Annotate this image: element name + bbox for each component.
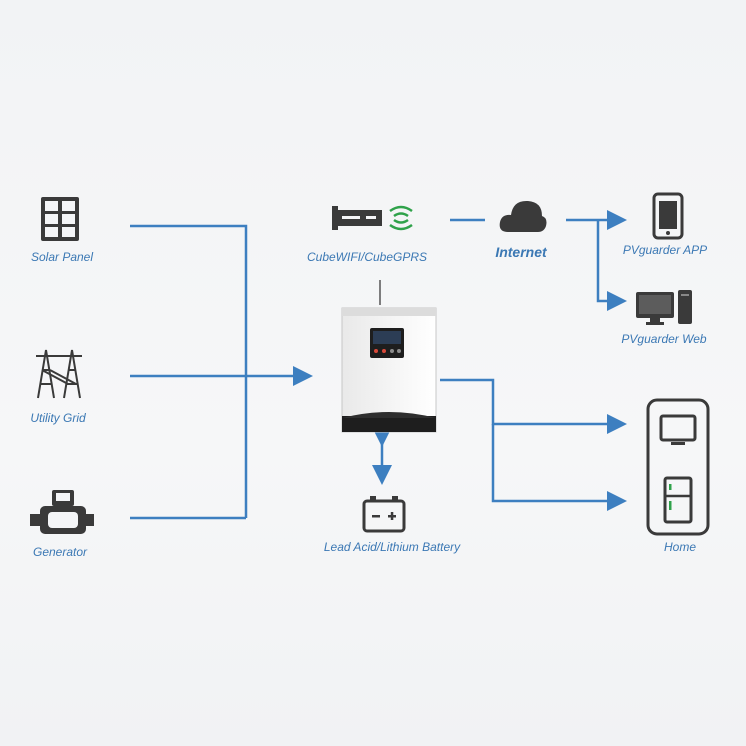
- solar-panel-icon: [41, 197, 79, 241]
- home-label: Home: [663, 540, 697, 554]
- fridge-icon: [663, 476, 693, 524]
- internet-label: Internet: [495, 244, 547, 260]
- generator-label: Generator: [32, 545, 88, 559]
- home-line-2: [491, 424, 627, 511]
- desktop-icon: [636, 290, 692, 325]
- cube-module-label: CubeWIFI/CubeGPRS: [306, 250, 428, 264]
- internet-to-web: [596, 220, 627, 311]
- cloud-icon: [499, 200, 547, 232]
- cube-module-icon: [332, 205, 413, 231]
- solar-line: [130, 224, 248, 518]
- utility-grid-label: Utility Grid: [30, 411, 86, 425]
- solar-panel-label: Solar Panel: [30, 250, 94, 264]
- battery-label: Lead Acid/Lithium Battery: [323, 540, 461, 554]
- tv-icon: [659, 414, 697, 445]
- inverter-icon: [341, 307, 437, 433]
- phone-icon: [652, 192, 684, 240]
- battery-icon: [362, 496, 406, 533]
- home-line-1: [440, 378, 627, 434]
- web-label: PVguarder Web: [621, 332, 707, 346]
- home-box: [646, 398, 710, 536]
- generator-icon: [30, 490, 94, 534]
- app-label: PVguarder APP: [622, 243, 708, 257]
- utility-grid-icon: [36, 349, 82, 399]
